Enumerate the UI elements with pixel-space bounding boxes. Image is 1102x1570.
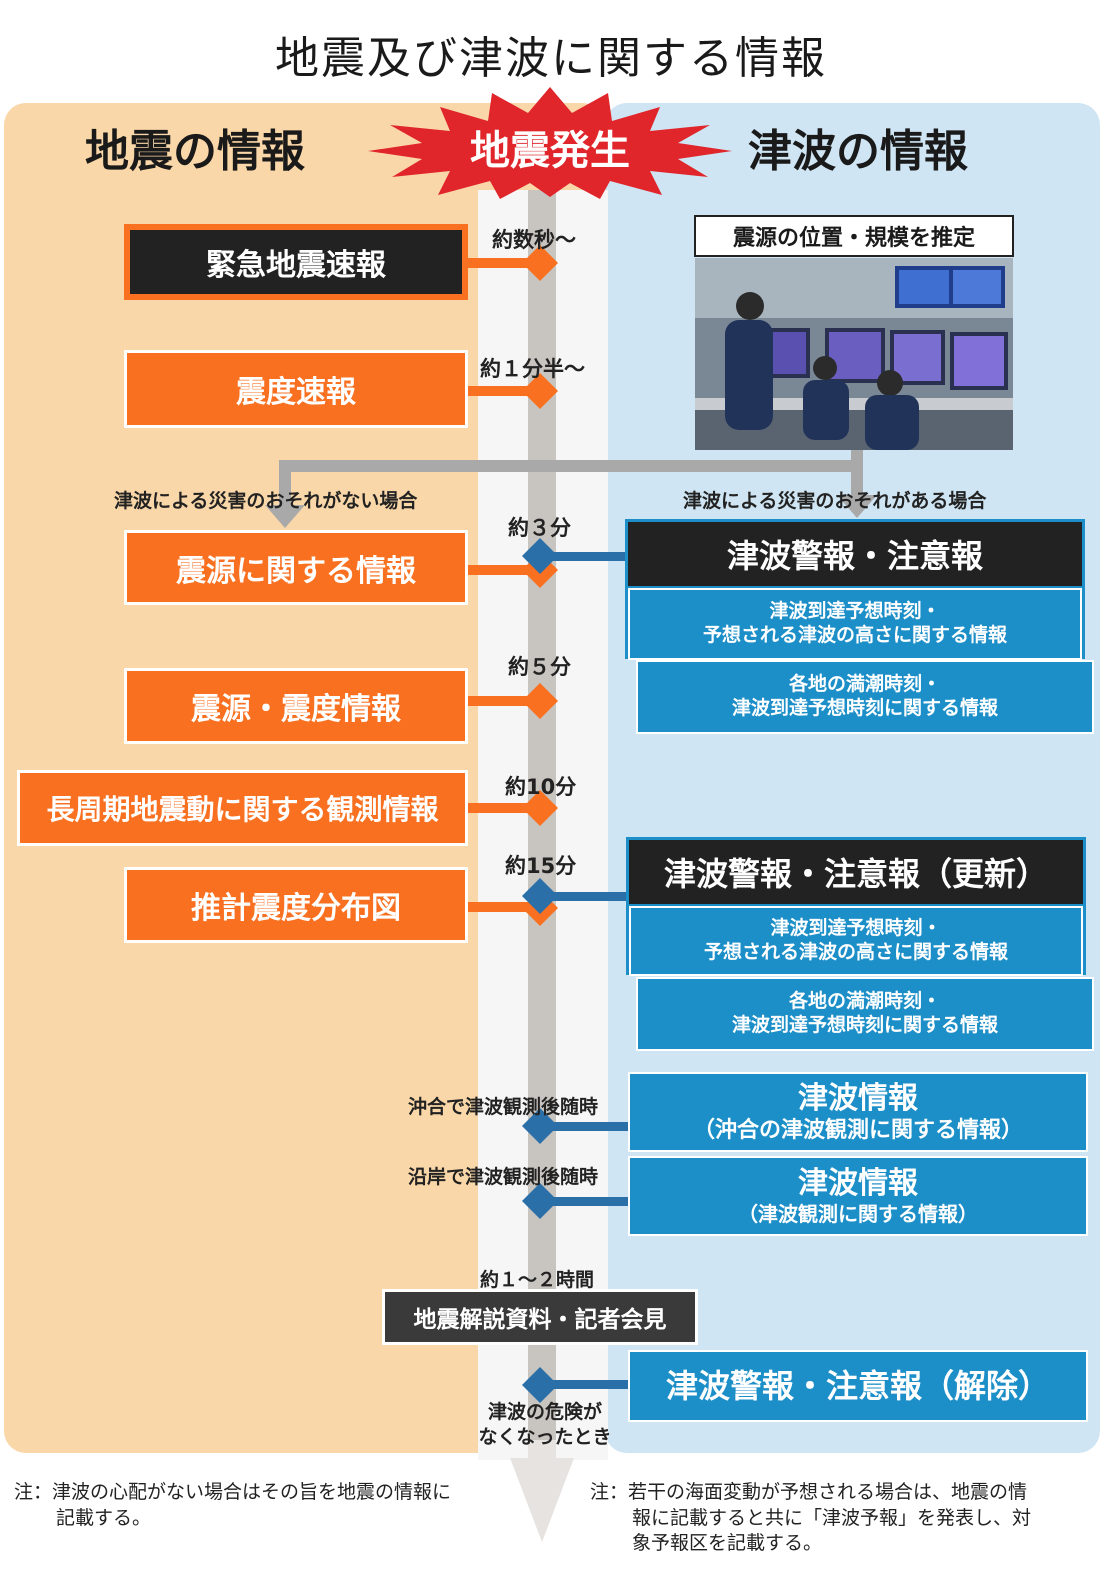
note-left-line-2: 記載する。 bbox=[56, 1506, 152, 1529]
coastal-info-box: 津波情報 （津波観測に関する情報） bbox=[628, 1156, 1088, 1236]
connector-estimated-map bbox=[466, 902, 536, 912]
warning-detail-line-2: 予想される津波の高さに関する情報 bbox=[702, 624, 1007, 646]
time-label-1-2hours: 約１〜２時間 bbox=[480, 1269, 595, 1291]
marker-intensity bbox=[522, 373, 558, 409]
branch-label-no-risk: 津波による災害のおそれがない場合 bbox=[114, 490, 418, 512]
note-right-line-2: 報に記載すると共に「津波予報」を発表し、対 bbox=[632, 1506, 1032, 1529]
eew-box: 緊急地震速報 bbox=[124, 224, 468, 300]
press-conference-box: 地震解説資料・記者会見 bbox=[382, 1289, 698, 1345]
note-left-line-1: 注：津波の心配がない場合はその旨を地震の情報に bbox=[14, 1481, 452, 1503]
connector-lifted bbox=[545, 1380, 630, 1389]
time-label-eew: 約数秒〜 bbox=[492, 228, 576, 252]
note-right-line-1: 注：若干の海面変動が予想される場合は、地震の情 bbox=[590, 1481, 1028, 1503]
marker-hypo-intensity bbox=[522, 683, 558, 719]
photo-caption: 震源の位置・規模を推定 bbox=[694, 215, 1014, 257]
tide-update-box: 各地の満潮時刻・ 津波到達予想時刻に関する情報 bbox=[636, 977, 1094, 1051]
danger-gone-label: 津波の危険が なくなったとき bbox=[475, 1400, 615, 1449]
coastal-info-sub: （津波観測に関する情報） bbox=[738, 1202, 978, 1227]
note-left: 注：津波の心配がない場合はその旨を地震の情報に 記載する。 bbox=[14, 1480, 451, 1531]
connector-eew bbox=[466, 258, 536, 268]
warning-detail: 津波到達予想時刻・ 予想される津波の高さに関する情報 bbox=[628, 588, 1082, 660]
danger-gone-line-2: なくなったとき bbox=[478, 1425, 612, 1448]
marker-coastal bbox=[522, 1183, 558, 1219]
warning-update-title: 津波警報・注意報（更新） bbox=[629, 840, 1083, 904]
connector-coastal bbox=[545, 1197, 630, 1206]
warning-lifted-box: 津波警報・注意報（解除） bbox=[628, 1350, 1088, 1422]
hypocenter-box: 震源に関する情報 bbox=[124, 530, 468, 605]
earthquake-occurrence-label: 地震発生 bbox=[470, 128, 630, 174]
warning-detail-line-1: 津波到達予想時刻・ bbox=[769, 600, 941, 623]
page-title: 地震及び津波に関する情報 bbox=[275, 33, 827, 84]
coastal-label: 沿岸で津波観測後随時 bbox=[408, 1166, 599, 1188]
connector-warning-update bbox=[545, 892, 630, 901]
connector-warning bbox=[545, 552, 630, 561]
connector-hypo-intensity bbox=[466, 696, 536, 706]
warning-update-detail-line-2: 予想される津波の高さに関する情報 bbox=[703, 941, 1008, 963]
hypocenter-intensity-box: 震源・震度情報 bbox=[124, 668, 468, 744]
time-label-intensity: 約１分半〜 bbox=[480, 357, 585, 381]
eew-label: 緊急地震速報 bbox=[130, 230, 462, 294]
offshore-info-title: 津波情報 bbox=[798, 1080, 918, 1116]
branch-arrow-right bbox=[837, 495, 877, 518]
warning-title: 津波警報・注意報 bbox=[628, 522, 1082, 586]
earthquake-info-heading: 地震の情報 bbox=[85, 126, 305, 177]
connector-hypocenter bbox=[466, 565, 536, 575]
danger-gone-line-1: 津波の危険が bbox=[487, 1401, 602, 1423]
note-right-line-3: 象予報区を記載する。 bbox=[632, 1532, 823, 1555]
branch-label-risk: 津波による災害のおそれがある場合 bbox=[683, 490, 987, 512]
marker-warning-update bbox=[522, 878, 558, 914]
operations-room-illustration bbox=[695, 258, 1013, 450]
connector-offshore bbox=[545, 1122, 630, 1131]
warning-update-group: 津波警報・注意報（更新） 津波到達予想時刻・ 予想される津波の高さに関する情報 bbox=[626, 837, 1086, 976]
time-label-5min: 約５分 bbox=[508, 655, 571, 679]
note-right: 注：若干の海面変動が予想される場合は、地震の情 報に記載すると共に「津波予報」を… bbox=[590, 1480, 1031, 1557]
offshore-info-box: 津波情報 （沖合の津波観測に関する情報） bbox=[628, 1072, 1088, 1152]
estimated-map-box: 推計震度分布図 bbox=[124, 867, 468, 943]
marker-offshore bbox=[522, 1108, 558, 1144]
earthquake-burst-icon bbox=[368, 87, 732, 199]
time-label-15min: 約15分 bbox=[505, 854, 577, 878]
connector-long-period bbox=[466, 803, 536, 813]
warning-update-detail-line-1: 津波到達予想時刻・ bbox=[770, 917, 942, 940]
tsunami-info-heading: 津波の情報 bbox=[748, 126, 968, 177]
tide-line-2: 津波到達予想時刻に関する情報 bbox=[731, 697, 998, 719]
marker-lifted bbox=[522, 1367, 558, 1403]
marker-long-period bbox=[522, 790, 558, 826]
tide-box: 各地の満潮時刻・ 津波到達予想時刻に関する情報 bbox=[636, 660, 1094, 734]
marker-eew bbox=[522, 245, 558, 281]
warning-update-detail: 津波到達予想時刻・ 予想される津波の高さに関する情報 bbox=[629, 906, 1083, 976]
offshore-info-sub: （沖合の津波観測に関する情報） bbox=[692, 1118, 1023, 1143]
marker-warning bbox=[522, 538, 558, 574]
coastal-info-title: 津波情報 bbox=[798, 1165, 918, 1201]
connector-intensity bbox=[466, 386, 536, 396]
operations-room-photo bbox=[695, 258, 1013, 450]
long-period-box: 長周期地震動に関する観測情報 bbox=[17, 770, 468, 846]
tide-update-line-2: 津波到達予想時刻に関する情報 bbox=[731, 1014, 998, 1036]
warning-group: 津波警報・注意報 津波到達予想時刻・ 予想される津波の高さに関する情報 bbox=[625, 519, 1085, 660]
branch-arrow-left bbox=[265, 505, 305, 528]
time-label-3min: 約３分 bbox=[508, 516, 571, 540]
tide-line-1: 各地の満潮時刻・ bbox=[788, 673, 941, 696]
branch-line bbox=[279, 460, 863, 472]
time-label-10min: 約10分 bbox=[505, 775, 577, 799]
offshore-label: 沖合で津波観測後随時 bbox=[408, 1096, 599, 1118]
tide-update-line-1: 各地の満潮時刻・ bbox=[788, 990, 941, 1013]
seismic-intensity-box: 震度速報 bbox=[124, 350, 468, 428]
